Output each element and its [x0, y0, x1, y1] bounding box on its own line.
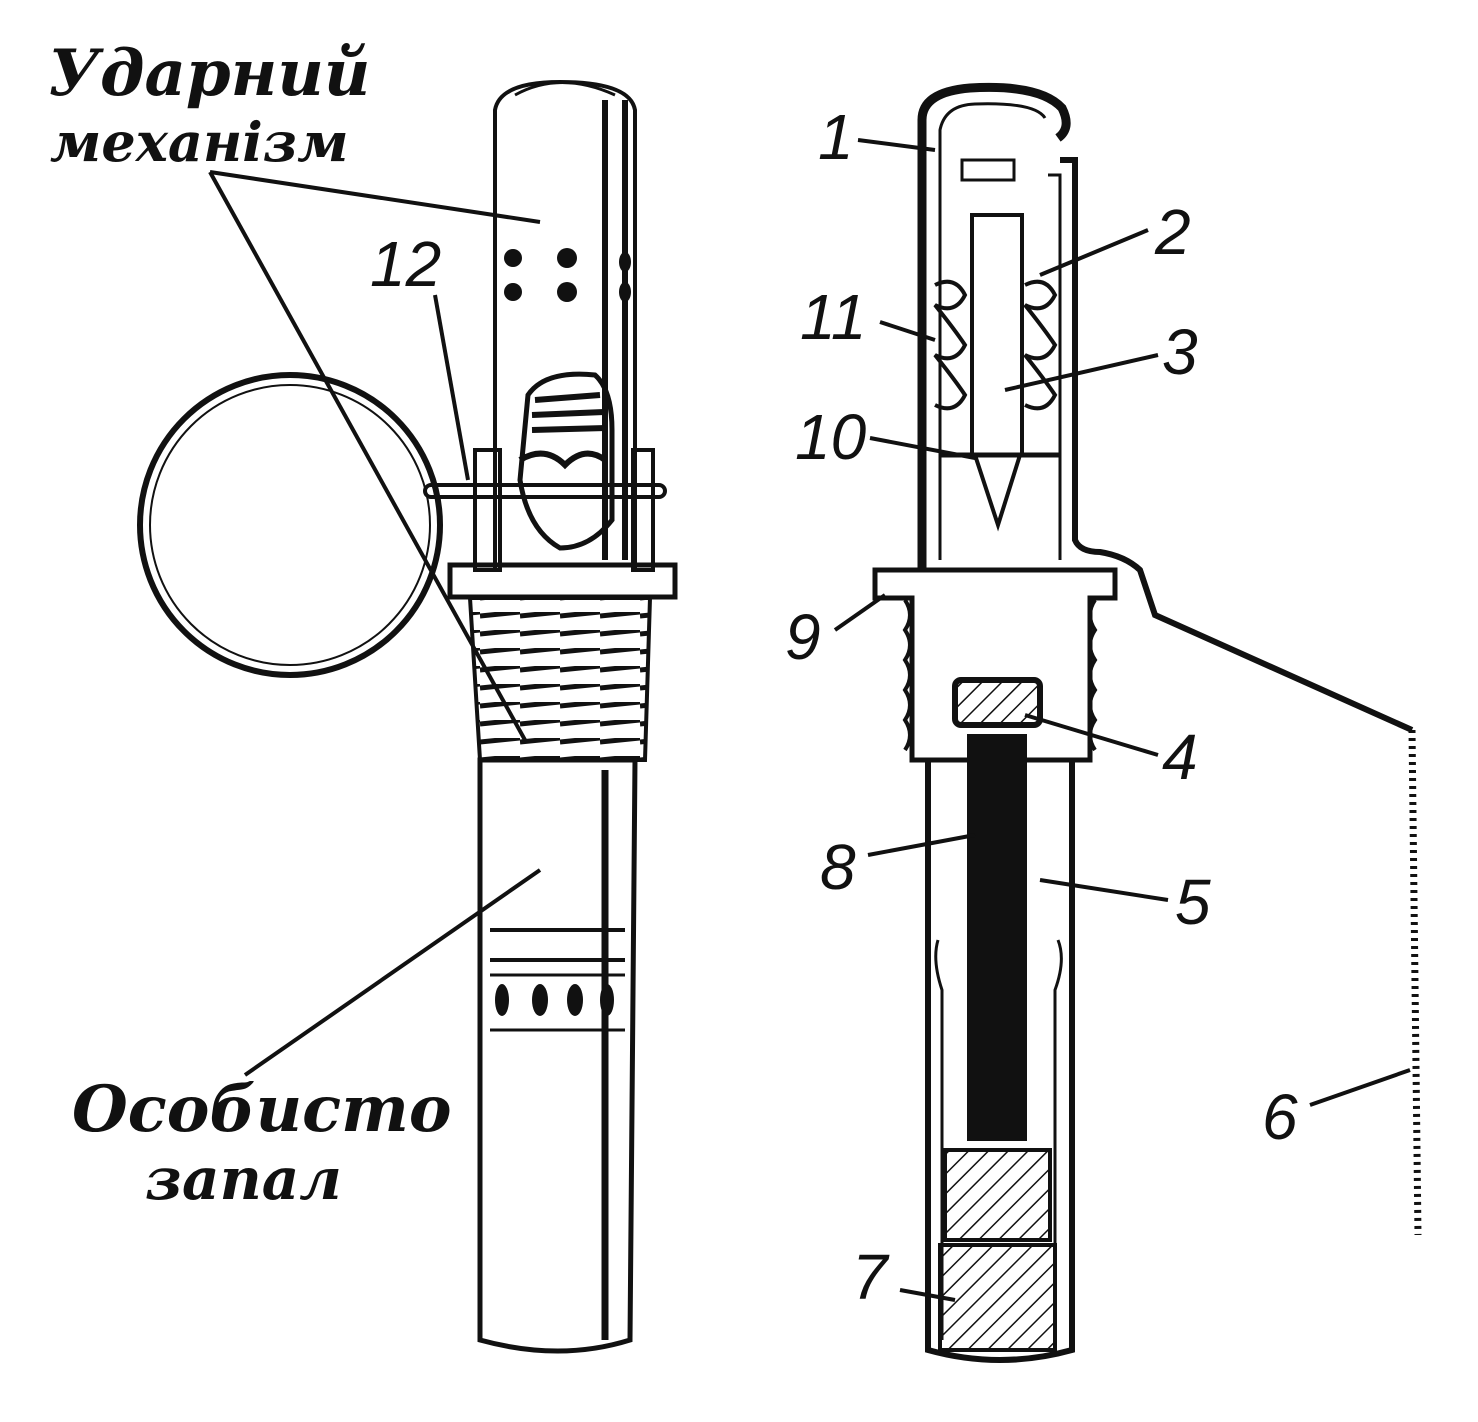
fuze-label-line2: запал — [145, 1145, 342, 1213]
pull-ring — [137, 372, 443, 678]
callout-4: 4 — [1162, 721, 1198, 793]
callout-3: 3 — [1162, 316, 1198, 388]
lever-head — [517, 371, 615, 551]
fuze-holes — [495, 984, 614, 1016]
striker-mechanism-label-line2: механізм — [50, 110, 349, 174]
callout-1: 1 — [818, 101, 854, 173]
fuze-body — [925, 760, 1075, 1363]
callout-8: 8 — [820, 831, 856, 903]
primer — [952, 677, 1043, 728]
cross-section — [833, 82, 1422, 1363]
callout-10: 10 — [795, 401, 867, 473]
delay-composition — [967, 734, 1027, 1141]
callout-11: 11 — [800, 281, 867, 353]
callout-12: 12 — [370, 228, 442, 300]
threaded-part — [467, 596, 653, 762]
callout-5: 5 — [1175, 866, 1211, 938]
striker-mechanism-label-line1: Ударний — [48, 36, 371, 111]
detonator-lower — [938, 1243, 1057, 1352]
callout-7: 7 — [852, 1241, 888, 1313]
exterior-view — [137, 79, 678, 1354]
safety-lever — [1408, 729, 1422, 1236]
spring — [933, 279, 1058, 411]
callout-9: 9 — [785, 601, 821, 673]
vent-holes — [504, 248, 631, 302]
flange — [872, 567, 1118, 763]
callout-6: 6 — [1262, 1081, 1298, 1153]
fuze-label-line1: Особисто — [72, 1072, 452, 1147]
fuze-tube — [477, 757, 638, 1354]
callout-2: 2 — [1155, 196, 1191, 268]
detonator-upper — [943, 1148, 1052, 1242]
striker — [970, 213, 1024, 457]
